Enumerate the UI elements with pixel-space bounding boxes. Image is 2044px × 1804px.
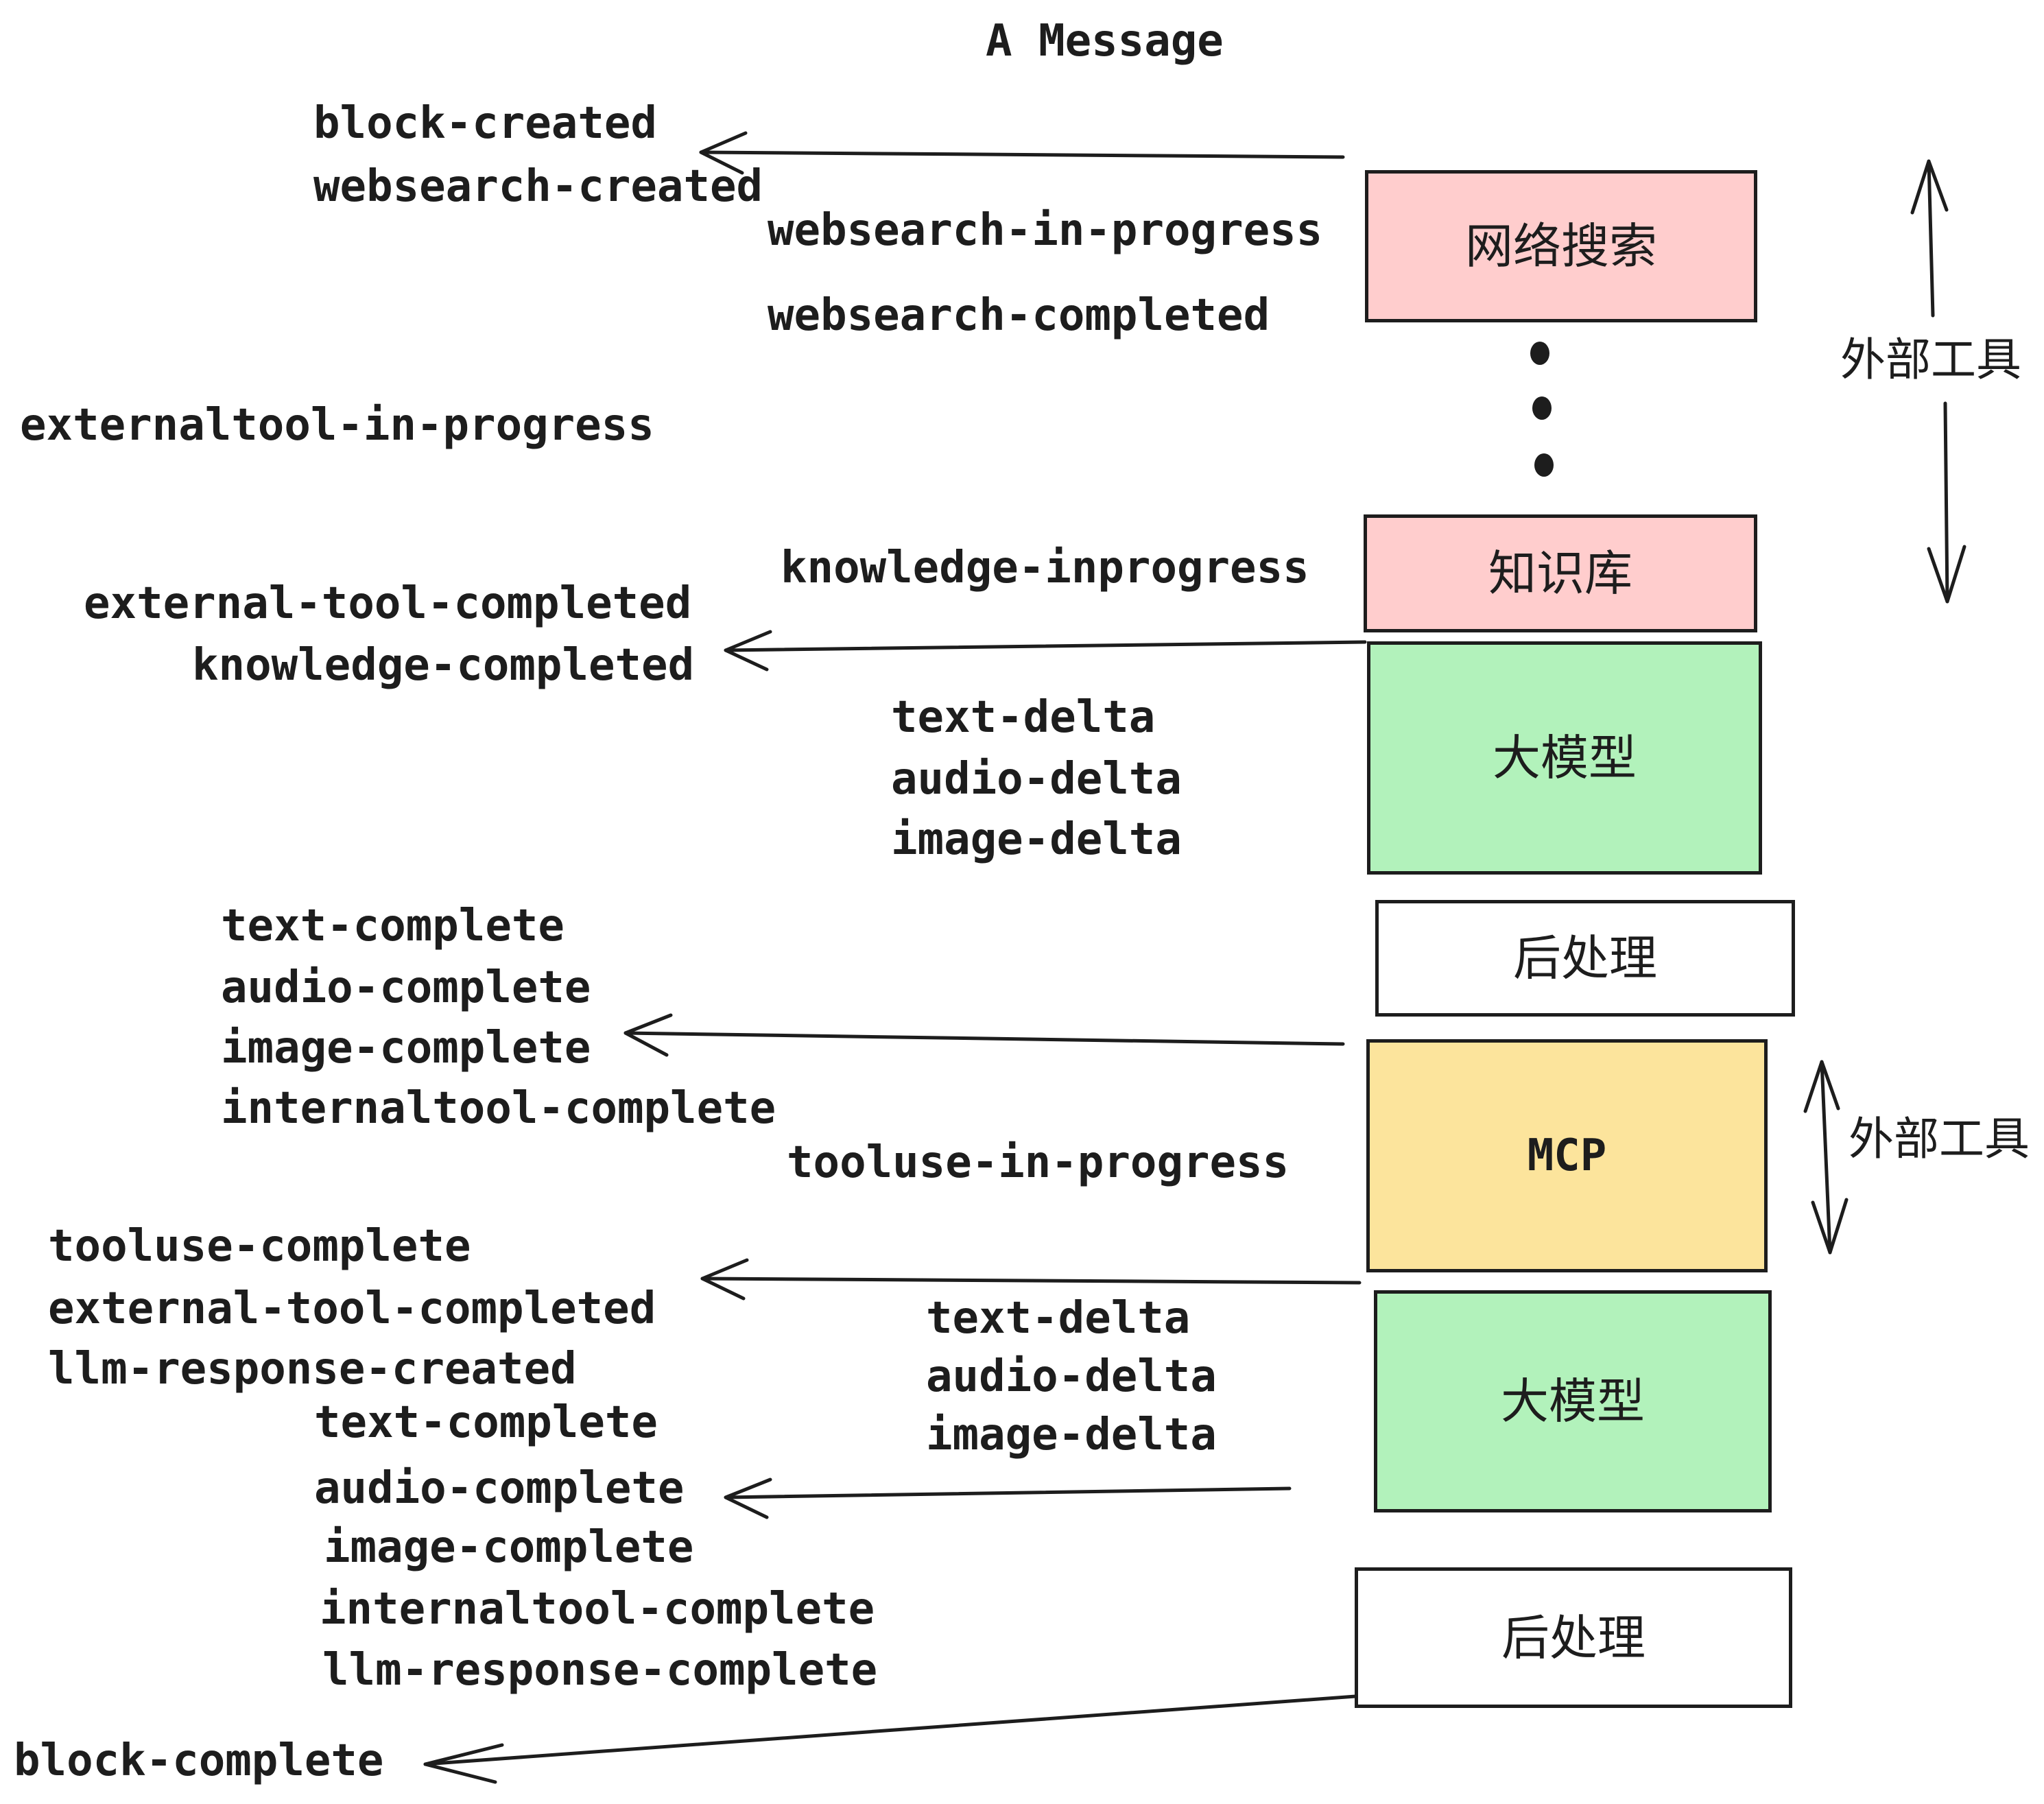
arrow-mcp-external-tools [1803, 1060, 1849, 1255]
event-image-complete-1: image-complete [221, 1023, 591, 1073]
event-internaltool-complete-2: internaltool-complete [320, 1584, 875, 1635]
event-external-tool-completed-2: external-tool-completed [48, 1283, 656, 1334]
box-mcp-label: MCP [1527, 1130, 1607, 1181]
event-block-created: block-created [313, 98, 657, 149]
box-mcp: MCP [1366, 1039, 1768, 1272]
external-tools-label-1: 外部工具 [1840, 333, 2021, 386]
event-llm-response-complete: llm-response-complete [322, 1645, 878, 1696]
box-postprocess-2: 后处理 [1355, 1567, 1792, 1708]
event-text-delta-1: text-delta [891, 692, 1156, 743]
event-text-delta-2: text-delta [926, 1293, 1191, 1344]
box-websearch: 网络搜索 [1365, 170, 1757, 322]
arrow-block-complete [423, 1694, 1367, 1784]
event-knowledge-completed: knowledge-completed [192, 640, 695, 691]
event-tooluse-complete: tooluse-complete [48, 1221, 471, 1272]
event-externaltool-in-progress: externaltool-in-progress [20, 400, 654, 451]
event-text-complete-2: text-complete [314, 1397, 658, 1448]
box-websearch-label: 网络搜索 [1465, 218, 1657, 274]
arrow-tooluse-complete [700, 1258, 1362, 1301]
vertical-ellipsis-icon [1530, 342, 1554, 477]
event-external-tool-completed-1: external-tool-completed [84, 578, 692, 629]
event-text-complete-1: text-complete [221, 901, 565, 951]
event-tooluse-in-progress: tooluse-in-progress [787, 1137, 1290, 1188]
event-audio-complete-1: audio-complete [221, 962, 591, 1013]
arrow-image-complete [623, 1013, 1345, 1057]
event-image-delta-2: image-delta [926, 1410, 1217, 1460]
diagram-title: A Message [986, 16, 1224, 67]
box-knowledge: 知识库 [1364, 514, 1757, 632]
event-image-delta-1: image-delta [891, 814, 1182, 865]
event-image-complete-2: image-complete [324, 1522, 694, 1573]
event-knowledge-inprogress: knowledge-inprogress [781, 543, 1309, 593]
arrow-audio-complete [724, 1477, 1292, 1519]
box-llm-1: 大模型 [1367, 641, 1762, 875]
event-audio-complete-2: audio-complete [314, 1463, 685, 1514]
arrow-external-tools-up [1910, 159, 1949, 318]
box-llm-2: 大模型 [1374, 1290, 1772, 1512]
box-knowledge-label: 知识库 [1488, 545, 1632, 602]
event-websearch-in-progress: websearch-in-progress [768, 205, 1323, 256]
event-block-complete: block-complete [14, 1735, 384, 1786]
arrow-block-created [699, 131, 1345, 175]
event-websearch-created: websearch-created [313, 161, 763, 212]
event-llm-response-created: llm-response-created [48, 1344, 577, 1394]
event-websearch-completed: websearch-completed [768, 290, 1270, 341]
box-llm-2-label: 大模型 [1501, 1373, 1645, 1429]
box-postprocess-1: 后处理 [1375, 900, 1795, 1017]
arrow-external-tools-down [1927, 401, 1966, 604]
box-llm-1-label: 大模型 [1493, 730, 1637, 786]
event-internaltool-complete-1: internaltool-complete [221, 1083, 776, 1134]
event-audio-delta-1: audio-delta [891, 754, 1182, 805]
event-audio-delta-2: audio-delta [926, 1351, 1217, 1402]
box-postprocess-2-label: 后处理 [1501, 1609, 1645, 1666]
box-postprocess-1-label: 后处理 [1513, 930, 1657, 986]
external-tools-label-2: 外部工具 [1849, 1113, 2030, 1165]
arrow-knowledge-completed [724, 630, 1367, 672]
